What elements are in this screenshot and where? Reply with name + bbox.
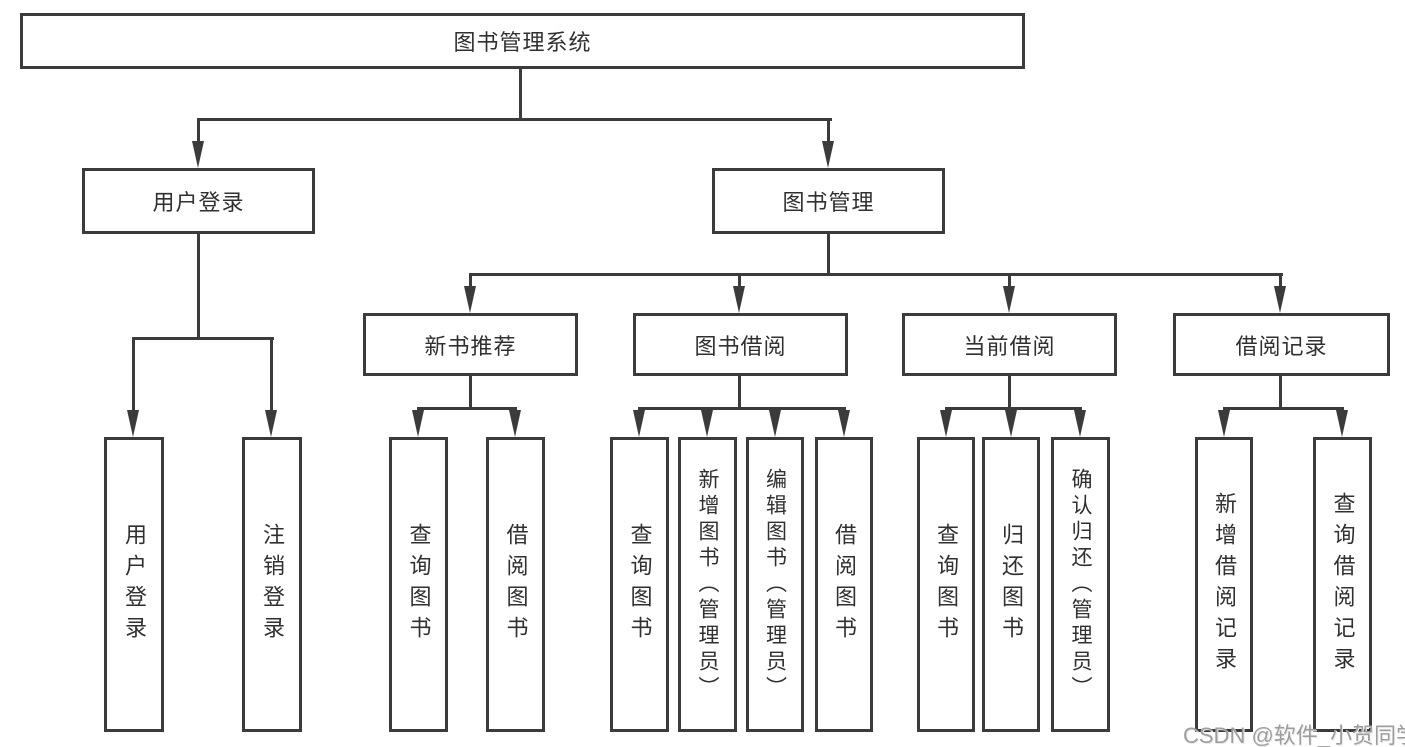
leaf-add-borrow-record: 新增借阅记录 <box>1195 437 1253 732</box>
leaf-user-login: 用户登录 <box>104 437 164 732</box>
arrow-down-icon <box>509 410 521 437</box>
connector-line <box>1008 273 1011 288</box>
leaf-borrow-books-1: 借阅图书 <box>486 437 545 732</box>
arrow-down-icon <box>127 410 139 437</box>
connector-line <box>469 273 1283 276</box>
arrow-down-icon <box>412 410 424 437</box>
leaf-query-books-3-label: 查询图书 <box>934 522 959 647</box>
arrow-down-icon <box>822 141 834 168</box>
leaf-add-books-admin-label: 新增图书（管理员） <box>696 467 719 702</box>
connector-line <box>270 337 273 411</box>
arrow-down-icon <box>838 410 850 437</box>
node-user-login-label: 用户登录 <box>152 190 245 215</box>
leaf-query-books-3: 查询图书 <box>917 437 975 732</box>
connector-line <box>197 118 200 146</box>
connector-line <box>827 232 830 276</box>
node-book-management: 图书管理 <box>712 168 945 234</box>
leaf-borrow-books-2: 借阅图书 <box>815 437 873 732</box>
node-book-management-label: 图书管理 <box>782 190 875 215</box>
connector-line <box>197 232 200 340</box>
connector-line <box>417 407 517 410</box>
leaf-add-borrow-record-label: 新增借阅记录 <box>1212 491 1237 678</box>
connector-line <box>638 407 846 410</box>
arrow-down-icon <box>940 410 952 437</box>
leaf-confirm-return-admin: 确认归还（管理员） <box>1051 437 1110 732</box>
leaf-logout: 注销登录 <box>242 437 302 732</box>
leaf-user-login-label: 用户登录 <box>122 522 147 647</box>
leaf-query-borrow-record: 查询借阅记录 <box>1313 437 1372 732</box>
connector-line <box>827 118 830 146</box>
node-book-borrow-label: 图书借阅 <box>694 333 787 359</box>
arrow-down-icon <box>769 410 781 437</box>
arrow-down-icon <box>633 410 645 437</box>
arrow-down-icon <box>733 286 745 313</box>
node-root: 图书管理系统 <box>20 13 1025 69</box>
connector-line <box>469 273 472 288</box>
arrow-down-icon <box>1005 410 1017 437</box>
leaf-return-books-label: 归还图书 <box>999 522 1024 647</box>
connector-line <box>132 337 135 411</box>
arrow-down-icon <box>265 410 277 437</box>
connector-line <box>1223 407 1344 410</box>
node-new-book-recommend: 新书推荐 <box>363 313 578 376</box>
leaf-borrow-books-1-label: 借阅图书 <box>503 522 529 647</box>
connector-line <box>469 374 472 410</box>
arrow-down-icon <box>464 286 476 313</box>
node-borrow-records-label: 借阅记录 <box>1235 333 1328 359</box>
leaf-edit-books-admin: 编辑图书（管理员） <box>746 437 804 732</box>
arrow-down-icon <box>1074 410 1086 437</box>
connector-line <box>519 66 522 121</box>
node-current-borrow-label: 当前借阅 <box>963 333 1056 359</box>
watermark: CSDN @软件_小贺同学 <box>1183 723 1405 747</box>
leaf-return-books: 归还图书 <box>982 437 1040 732</box>
node-current-borrow: 当前借阅 <box>902 313 1117 376</box>
leaf-query-books-1-label: 查询图书 <box>406 522 432 647</box>
connector-line <box>738 273 741 288</box>
leaf-query-books-1: 查询图书 <box>389 437 448 732</box>
node-borrow-records: 借阅记录 <box>1173 313 1390 376</box>
leaf-confirm-return-admin-label: 确认归还（管理员） <box>1069 467 1092 702</box>
connector-line <box>1279 374 1282 410</box>
leaf-borrow-books-2-label: 借阅图书 <box>832 522 857 647</box>
connector-line <box>945 407 1082 410</box>
node-book-borrow: 图书借阅 <box>633 313 848 376</box>
arrow-down-icon <box>192 141 204 168</box>
arrow-down-icon <box>1274 286 1286 313</box>
connector-line <box>1279 273 1282 288</box>
leaf-query-books-2-label: 查询图书 <box>627 522 653 647</box>
leaf-query-borrow-record-label: 查询借阅记录 <box>1330 491 1356 678</box>
connector-line <box>198 118 832 121</box>
node-root-label: 图书管理系统 <box>453 30 592 55</box>
arrow-down-icon <box>1003 286 1015 313</box>
arrow-down-icon <box>1336 410 1348 437</box>
connector-line <box>738 374 741 410</box>
node-user-login: 用户登录 <box>82 168 315 234</box>
arrow-down-icon <box>701 410 713 437</box>
node-new-book-recommend-label: 新书推荐 <box>424 333 517 359</box>
leaf-logout-label: 注销登录 <box>260 522 285 647</box>
connector-line <box>133 337 274 340</box>
leaf-query-books-2: 查询图书 <box>610 437 669 732</box>
leaf-add-books-admin: 新增图书（管理员） <box>678 437 737 732</box>
connector-line <box>1008 374 1011 410</box>
arrow-down-icon <box>1218 410 1230 437</box>
leaf-edit-books-admin-label: 编辑图书（管理员） <box>763 467 787 702</box>
